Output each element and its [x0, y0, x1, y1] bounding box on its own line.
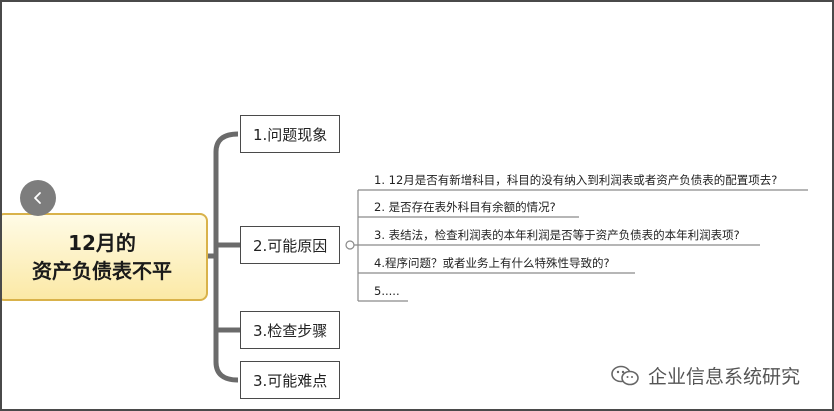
cause-item-5[interactable]: 5.....: [374, 284, 400, 298]
cause-item-4[interactable]: 4.程序问题？或者业务上有什么特殊性导致的?: [374, 256, 610, 270]
watermark: 企业信息系统研究: [610, 362, 800, 389]
root-topic[interactable]: 12月的 资产负债表不平: [2, 213, 208, 301]
wechat-icon: [610, 364, 640, 388]
branch-topic-check-steps[interactable]: 3.检查步骤: [240, 311, 341, 349]
cause-item-1[interactable]: 1. 12月是否有新增科目，科目的没有纳入到利润表或者资产负债表的配置项去?: [374, 173, 778, 187]
branch-label: 1.问题现象: [253, 125, 328, 144]
cause-item-2[interactable]: 2. 是否存在表外科目有余额的情况?: [374, 200, 556, 214]
branch-label: 2.可能原因: [253, 236, 328, 255]
cause-item-3[interactable]: 3. 表结法，检查利润表的本年利润是否等于资产负债表的本年利润表项?: [374, 228, 740, 242]
branch-topic-causes[interactable]: 2.可能原因: [240, 226, 341, 264]
back-button[interactable]: [20, 180, 56, 216]
watermark-text: 企业信息系统研究: [648, 366, 801, 388]
chevron-left-icon: [34, 192, 41, 204]
branch-topic-symptoms[interactable]: 1.问题现象: [240, 115, 341, 153]
branch-label: 3.检查步骤: [253, 321, 328, 340]
root-topic-line2: 资产负债表不平: [32, 259, 172, 283]
branch-label: 3.可能难点: [253, 371, 328, 390]
branch-spine: [213, 131, 239, 383]
branch-topic-difficulties[interactable]: 3.可能难点: [240, 361, 341, 399]
root-topic-line1: 12月的: [68, 231, 136, 255]
collapse-toggle: [345, 240, 355, 250]
